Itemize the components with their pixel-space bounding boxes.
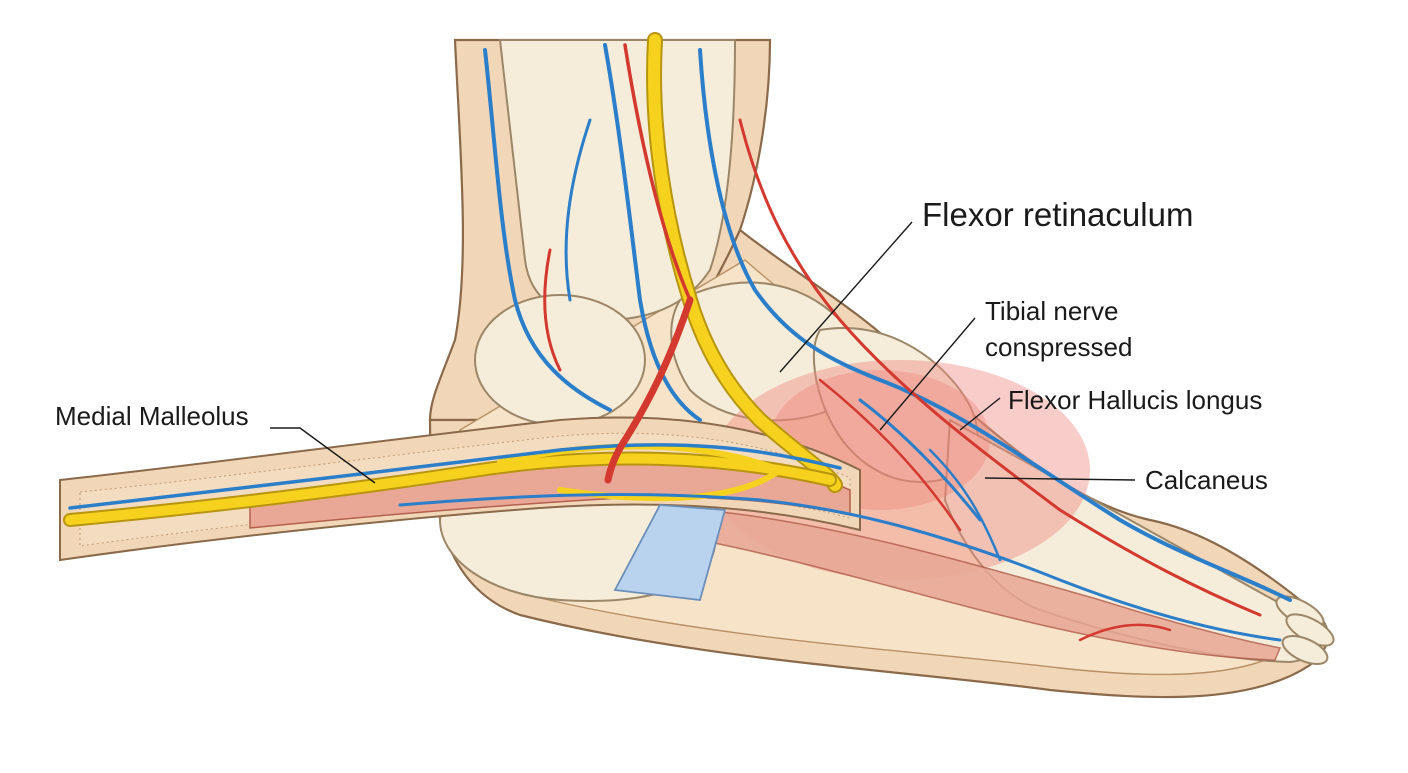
label-flexor-hallucis-longus: Flexor Hallucis longus [1008, 385, 1262, 415]
leader-calcaneus [984, 477, 1136, 481]
leader-medial-malleolus [270, 427, 376, 484]
tibial-nerve-branch [65, 453, 835, 525]
tibia-bone [498, 39, 737, 322]
label-flexor-retinaculum: Flexor retinaculum [922, 196, 1193, 233]
label-medial-malleolus: Medial Malleolus [55, 401, 249, 431]
leader-flexor-hallucis [959, 397, 1001, 431]
malleolus-bone [474, 294, 646, 426]
flexor-hallucis-muscle [699, 509, 1282, 661]
label-tibial-nerve-line2: conspressed [985, 332, 1132, 362]
leader-tibial-nerve [879, 317, 976, 431]
label-calcaneus: Calcaneus [1145, 465, 1268, 495]
label-tibial-nerve-line1: Tibial nerve [985, 296, 1118, 326]
flexor-retinaculum-band [613, 504, 727, 601]
arteries [543, 43, 1262, 642]
toe-bone-3 [1281, 634, 1329, 666]
tibial-nerve [648, 34, 841, 491]
leader-flexor-retinaculum [779, 221, 913, 373]
veins [68, 43, 1292, 642]
